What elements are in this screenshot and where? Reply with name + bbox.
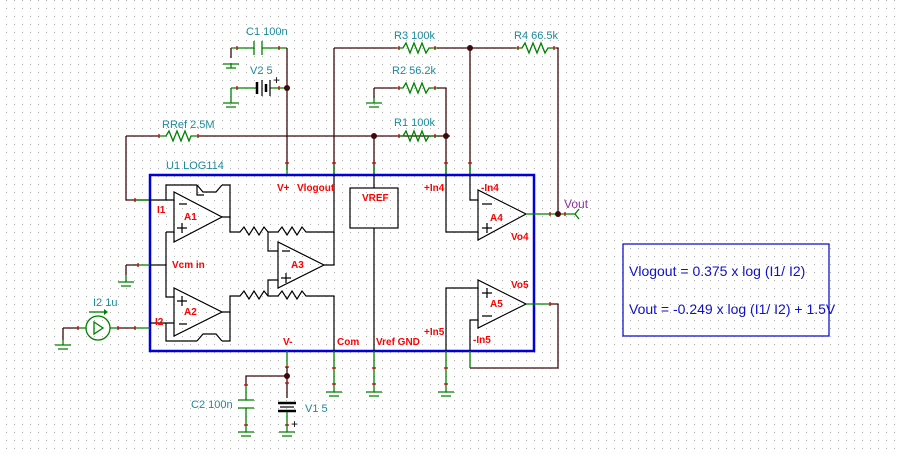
- pin-i2: I2: [155, 317, 164, 328]
- i2-label: I2 1u: [93, 297, 117, 309]
- r1-label: R1 100k: [394, 117, 435, 129]
- resistor-r3[interactable]: R3 100k: [394, 30, 437, 55]
- resistor-r4[interactable]: R4 66.5k: [514, 30, 559, 55]
- a2-label: A2: [184, 307, 197, 318]
- ground-vcm: [118, 263, 150, 287]
- a5-label: A5: [490, 299, 503, 310]
- ic-u1-body[interactable]: [148, 173, 536, 353]
- pin-vminus: V-: [283, 337, 292, 348]
- vref-block: VREF: [349, 175, 399, 351]
- wire-a5-feedback: [470, 303, 559, 369]
- output-vout[interactable]: Vout: [526, 197, 589, 220]
- pin-plus-in5: +In5: [424, 327, 445, 338]
- vout-label: Vout: [564, 197, 589, 211]
- battery-v1[interactable]: + V1 5: [245, 351, 328, 437]
- ic-top-stubs: [285, 162, 472, 175]
- ground-in5: [438, 351, 454, 397]
- a4-label: A4: [490, 213, 503, 224]
- ic-u1-label: U1 LOG114: [166, 160, 224, 172]
- pin-vref-gnd: Vref GND: [376, 337, 420, 348]
- c2-label: C2 100n: [191, 399, 233, 411]
- a3-label: A3: [291, 260, 304, 271]
- r3-label: R3 100k: [394, 30, 435, 42]
- pin-plus-in4: +In4: [424, 183, 445, 194]
- r4-label: R4 66.5k: [514, 30, 559, 42]
- opamp-a1: A1: [150, 184, 334, 262]
- battery-v2[interactable]: + V2 5: [223, 65, 287, 108]
- v1-label: V1 5: [305, 403, 328, 415]
- pin-minus-in4: -In4: [481, 183, 499, 194]
- r2-label: R2 56.2k: [392, 65, 437, 77]
- wire-feedback-top: [334, 47, 559, 214]
- resistor-r1[interactable]: R1 100k: [394, 117, 437, 143]
- ground-vref: [366, 351, 382, 397]
- rref-label: RRef 2.5M: [162, 119, 215, 131]
- junction-dot: [443, 133, 449, 139]
- pin-vo4: Vo4: [511, 232, 529, 243]
- v2-label: V2 5: [250, 65, 273, 77]
- opamp-a5: A5: [445, 279, 528, 351]
- a1-label: A1: [184, 212, 197, 223]
- junction-dot: [284, 85, 290, 91]
- opamp-a3: A3: [267, 175, 335, 296]
- pin-vlogout: Vlogout: [297, 183, 335, 194]
- vref-label: VREF: [362, 193, 389, 204]
- opamp-a4: A4: [445, 175, 528, 242]
- equation-box: Vlogout = 0.375 x log (I1/ I2) Vout = -0…: [622, 243, 836, 337]
- pin-vplus: V+: [277, 183, 290, 194]
- capacitor-c1[interactable]: C1 100n: [223, 26, 288, 69]
- equation-vout: Vout = -0.249 x log (I1/ I2) + 1.5V: [629, 301, 836, 317]
- v2-plus-sign: +: [273, 73, 280, 87]
- resistor-r2[interactable]: R2 56.2k: [366, 65, 447, 175]
- junction-dot: [555, 211, 561, 217]
- current-source-i2[interactable]: I2 1u: [55, 297, 150, 350]
- capacitor-c2[interactable]: C2 100n: [191, 384, 254, 437]
- pin-minus-in5: -In5: [473, 335, 491, 346]
- v1-plus-sign: +: [291, 417, 298, 431]
- pin-i1: I1: [157, 205, 166, 216]
- pin-com: Com: [337, 337, 359, 348]
- c1-label: C1 100n: [246, 26, 288, 38]
- pin-vo5: Vo5: [511, 280, 529, 291]
- equation-vlogout: Vlogout = 0.375 x log (I1/ I2): [629, 263, 805, 279]
- opamp-a2: A2: [150, 262, 335, 351]
- pin-vcm-in: Vcm in: [172, 260, 205, 271]
- ground-com: [326, 351, 342, 397]
